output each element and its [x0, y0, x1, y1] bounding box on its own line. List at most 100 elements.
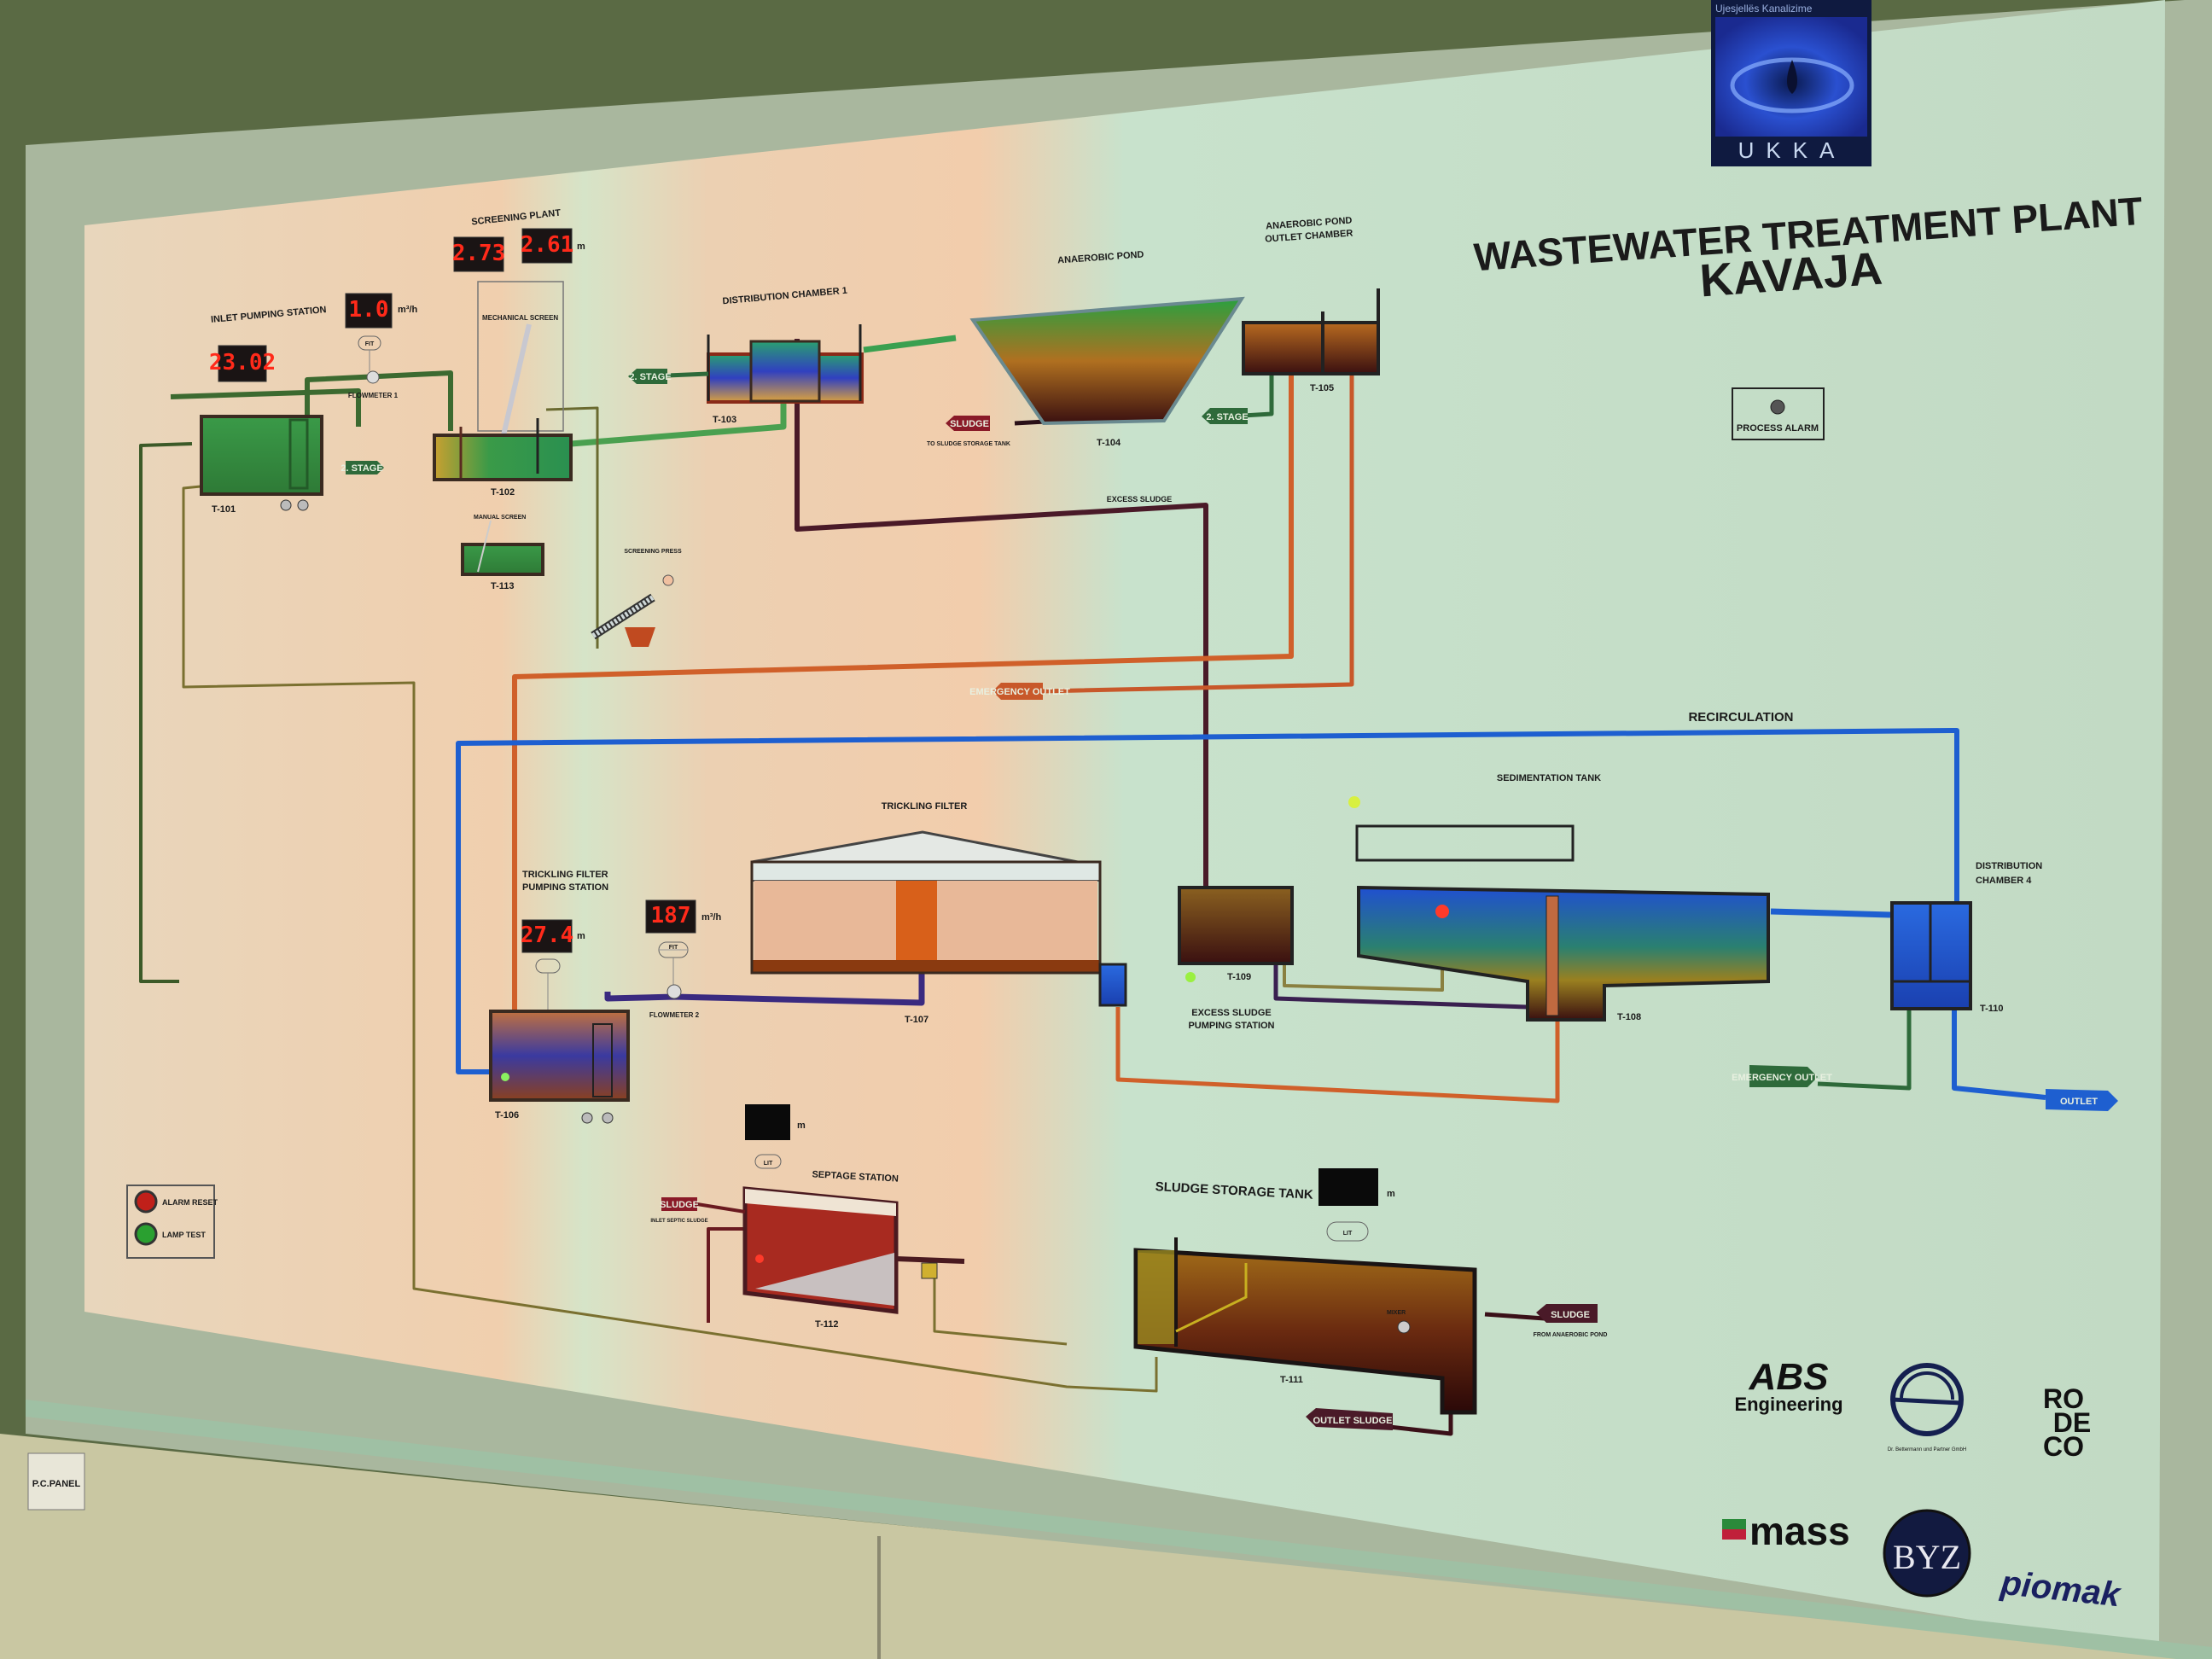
pipe-scum: [1283, 956, 1444, 992]
tank-label: T-106: [495, 1110, 519, 1121]
tank-t111: MIXER T-111: [1133, 1237, 1477, 1415]
pipe-to-pond: [863, 335, 957, 353]
tank-label: T-109: [1227, 972, 1251, 982]
panel-face: [84, 0, 2165, 1650]
tag-label: 2. STAGE: [1206, 412, 1248, 422]
tag-emergency-outlet-orange: EMERGENCY OUTLET: [969, 683, 1070, 700]
lamp-test-button[interactable]: [134, 1222, 158, 1246]
instrument-lit-septage: LIT: [754, 1154, 782, 1169]
pipe-outlet: [1952, 1009, 2046, 1100]
tank-label: T-113: [491, 581, 515, 591]
pipe-emergency-dist4: [1817, 1009, 1912, 1091]
tank-label: T-112: [815, 1319, 839, 1330]
cabinet-base: [0, 1434, 2212, 1659]
tank-label: T-103: [713, 415, 736, 425]
distribution-4-label: DISTRIBUTION: [1976, 861, 2042, 871]
tank-t113: MANUAL SCREEN T-113: [461, 515, 544, 591]
meter-unit: m: [577, 931, 585, 941]
process-alarm-label: PROCESS ALARM: [1737, 423, 1819, 434]
meter-reading: 27.4: [521, 923, 574, 948]
meter-screen-1: 2.73: [452, 236, 506, 272]
process-alarm-indicator: PROCESS ALARM: [1732, 387, 1825, 440]
tank-t104: T-104: [969, 296, 1245, 448]
lamp-test-label: LAMP TEST: [162, 1231, 206, 1239]
tag-label: OUTLET: [2060, 1097, 2098, 1107]
tag-outlet[interactable]: OUTLET: [2046, 1089, 2118, 1111]
instrument-label: FIT: [365, 341, 375, 347]
tag-outlet-sludge: OUTLET SLUDGE: [1306, 1408, 1393, 1430]
level-alarm-lamp-icon: [755, 1254, 764, 1263]
pipe-outlet-sludge: [1373, 1412, 1453, 1436]
meter-inlet-flow: 1.0 m³/h: [345, 293, 418, 329]
meter-reading: 1.0: [349, 297, 389, 323]
meter-sludge-level: m: [1318, 1168, 1395, 1206]
pipe-inlet: [170, 388, 361, 427]
pump-selector-icon[interactable]: [581, 1112, 593, 1124]
tag-note: TO SLUDGE STORAGE TANK: [927, 441, 1010, 447]
tag-label: SLUDGE: [660, 1200, 699, 1210]
tank-t109: T-109 EXCESS SLUDGE PUMPING STATION: [1178, 886, 1294, 1031]
control-button-panel: ALARM RESET LAMP TEST: [126, 1185, 218, 1259]
meter-screen-2: 2.61 m: [521, 228, 585, 264]
instrument-fit-tf: FIT: [658, 941, 689, 985]
ukka-logo: Ujesjellës Kanalizime UKKA: [1711, 0, 1871, 166]
pipe-septage-overflow: [895, 1256, 965, 1264]
tank-label: T-111: [1280, 1375, 1303, 1385]
tank-t103: T-103: [707, 324, 864, 425]
mechanical-screen-label: MECHANICAL SCREEN: [482, 314, 558, 322]
alarm-reset-button[interactable]: [134, 1190, 158, 1214]
tag-label: SLUDGE: [1551, 1310, 1590, 1320]
pump-selector-icon[interactable]: [280, 499, 292, 511]
pipe-left-drain: [139, 442, 193, 983]
meter-tf-level: 27.4 m: [521, 919, 585, 953]
logo-byz-text: BYZ: [1893, 1538, 1961, 1576]
tag-label: OUTLET SLUDGE: [1313, 1416, 1393, 1426]
trickling-filter-label: TRICKLING FILTER: [882, 801, 968, 812]
alarm-reset-label: ALARM RESET: [162, 1198, 218, 1207]
pump-selector-icon[interactable]: [602, 1112, 614, 1124]
manual-screen-label: MANUAL SCREEN: [474, 515, 526, 521]
meter-unit: m³/h: [701, 912, 722, 923]
meter-reading: 2.73: [452, 241, 506, 266]
septage-label: SEPTAGE STATION: [812, 1169, 899, 1184]
pipe-sludge-return: [1115, 1007, 1560, 1103]
bridge-status-lamp-icon: [1348, 796, 1360, 808]
page-subtitle: KAVAJA: [1698, 243, 1884, 307]
tag-label: SLUDGE: [950, 419, 989, 429]
tag-label: 2. STAGE: [341, 463, 382, 474]
distribution-4-label: CHAMBER 4: [1976, 876, 2032, 886]
excess-pumping-label: PUMPING STATION: [1188, 1021, 1274, 1031]
logo-abs: ABS: [1749, 1356, 1829, 1398]
logo-subtext: Ujesjellës Kanalizime: [1715, 3, 1813, 15]
meter-unit: m: [577, 242, 585, 252]
tag-label: EMERGENCY OUTLET: [1732, 1073, 1832, 1083]
instrument-label: FIT: [669, 945, 678, 951]
pipe-recirculation: [456, 728, 1959, 1074]
tag-stage2-dist1: 2. STAGE: [628, 369, 709, 384]
pump-selector-icon[interactable]: [297, 499, 309, 511]
logo-rodeco-1: RO: [2043, 1383, 2084, 1414]
pump-running-lamp-icon: [1185, 972, 1196, 982]
tank-label: T-104: [1097, 438, 1121, 448]
tank-label: T-110: [1980, 1004, 2004, 1014]
meter-reading: 23.02: [209, 350, 276, 375]
instrument-lit-storage: LIT: [1326, 1221, 1369, 1242]
tag-note: FROM ANAEROBIC POND: [1534, 1332, 1608, 1338]
tank-label: T-108: [1617, 1012, 1641, 1022]
mixer-label: MIXER: [1387, 1310, 1406, 1316]
excess-sludge-label: EXCESS SLUDGE: [1107, 495, 1173, 504]
logo-mass: mass: [1722, 1509, 1850, 1553]
meter-septage-level: m: [745, 1104, 806, 1140]
meter-reading: 2.61: [521, 232, 574, 258]
alarm-lamp-icon: [1770, 399, 1785, 415]
screening-press-label: SCREENING PRESS: [624, 549, 682, 555]
pipe-pond-sludge: [1014, 419, 1046, 426]
tag-emergency-outlet-green[interactable]: EMERGENCY OUTLET: [1732, 1065, 1832, 1087]
tank-t112: T-112: [742, 1186, 938, 1330]
meter-reading: 187: [651, 903, 691, 928]
tf-pumping-label: PUMPING STATION: [522, 882, 608, 893]
tag-stage2-pond: 2. STAGE: [1202, 408, 1249, 424]
sedimentation-label: SEDIMENTATION TANK: [1497, 773, 1601, 783]
tank-t108: T-108: [1355, 824, 1770, 1022]
